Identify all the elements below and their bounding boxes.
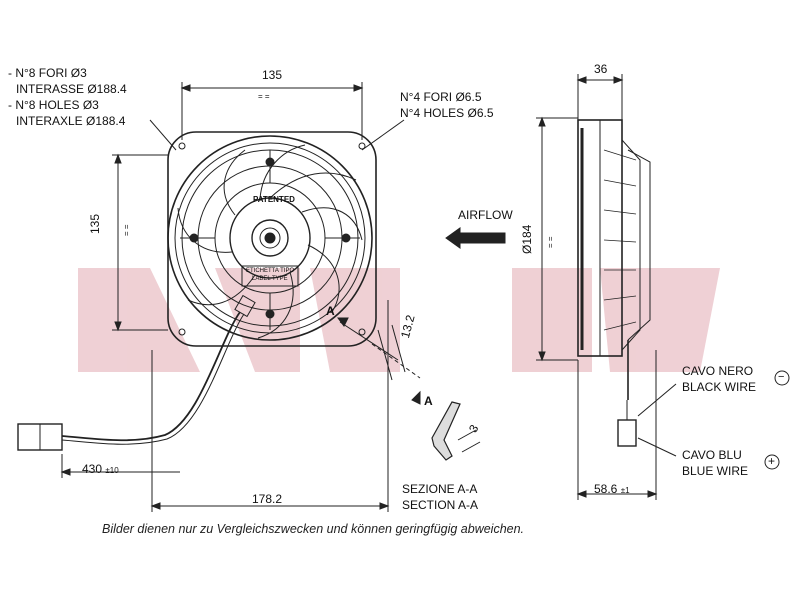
sticker-label-it: ETICHETTA TIPO [246,268,295,274]
section-label-en: SECTION A-A [402,498,479,512]
small-holes-note-en-2: INTERAXLE Ø188.4 [16,114,126,128]
dimension-equal-left: = = [122,224,131,236]
airflow-label: AIRFLOW [458,208,513,222]
large-holes-note-it: N°4 FORI Ø6.5 [400,90,482,104]
blue-wire-label-en: BLUE WIRE [682,464,749,478]
fan-front-view [167,131,377,347]
dimension-equal-top: = = [258,92,270,101]
section-mark-bottom: A [424,394,433,408]
black-wire-label-it: CAVO NERO [682,364,754,378]
fan-side-view [577,119,651,447]
dimension-height-left: 135 [88,213,102,234]
dimension-cable-length: 430 ±10 [82,462,119,476]
small-holes-note-it-1: - N°8 FORI Ø3 [8,66,87,80]
section-label-it: SEZIONE A-A [402,482,478,496]
large-holes-note-en: N°4 HOLES Ø6.5 [400,106,494,120]
plus-polarity-icon: + [768,454,776,468]
airflow-arrow [445,227,506,249]
blue-wire-label-it: CAVO BLU [682,448,742,462]
disclaimer-text: Bilder dienen nur zu Vergleichszwecken u… [102,522,525,536]
small-holes-note-it-2: INTERASSE Ø188.4 [16,82,127,96]
dimension-depth: 36 [594,62,608,76]
black-wire-label-en: BLACK WIRE [682,380,757,394]
sticker-label-en: LABEL TYPE [252,276,288,282]
minus-polarity-icon: − [778,371,785,383]
section-mark-top: A [326,304,335,318]
dimension-equal-diameter: = = [546,236,555,248]
dimension-side-depth: 58.6 ±1 [594,482,630,496]
dimension-diameter: Ø184 [520,224,534,254]
patented-label: PATENTED [253,195,295,204]
small-holes-note-en-1: - N°8 HOLES Ø3 [8,98,99,112]
dimension-overall-width: 178.2 [252,492,283,506]
dimension-width-top: 135 [262,68,283,82]
